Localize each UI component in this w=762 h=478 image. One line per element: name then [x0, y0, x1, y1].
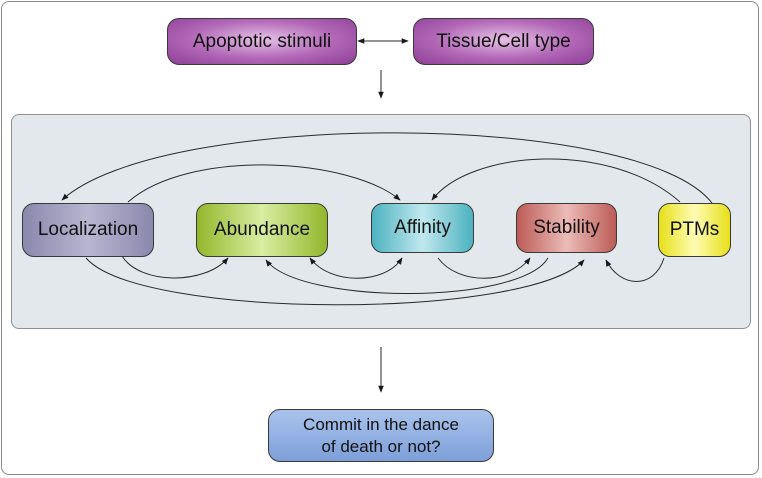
outcome-node: Commit in the dance of death or not? — [268, 409, 494, 462]
apoptotic-stimuli-node: Apoptotic stimuli — [167, 18, 357, 65]
arc-abundance-affinity-mutual — [309, 257, 403, 279]
arc-abundance-to-affinity — [127, 164, 401, 203]
arc-affinity-to-stability — [437, 257, 531, 279]
ptms-node: PTMs — [658, 203, 731, 257]
stability-node: Stability — [516, 203, 617, 253]
arc-ptms-to-localization — [61, 132, 713, 204]
arc-ptms-to-stability — [605, 257, 665, 282]
outcome-line-2: of death or not? — [321, 436, 441, 456]
arc-stability-to-abundance — [265, 257, 549, 294]
localization-node: Localization — [22, 203, 154, 257]
arc-localization-to-stability — [85, 257, 585, 306]
tissue-cell-type-node: Tissue/Cell type — [413, 18, 594, 65]
arc-localization-to-abundance — [121, 255, 229, 279]
arc-ptms-to-affinity — [431, 158, 681, 203]
affinity-node: Affinity — [371, 203, 474, 253]
outcome-line-1: Commit in the dance — [303, 414, 459, 434]
abundance-node: Abundance — [196, 203, 328, 257]
